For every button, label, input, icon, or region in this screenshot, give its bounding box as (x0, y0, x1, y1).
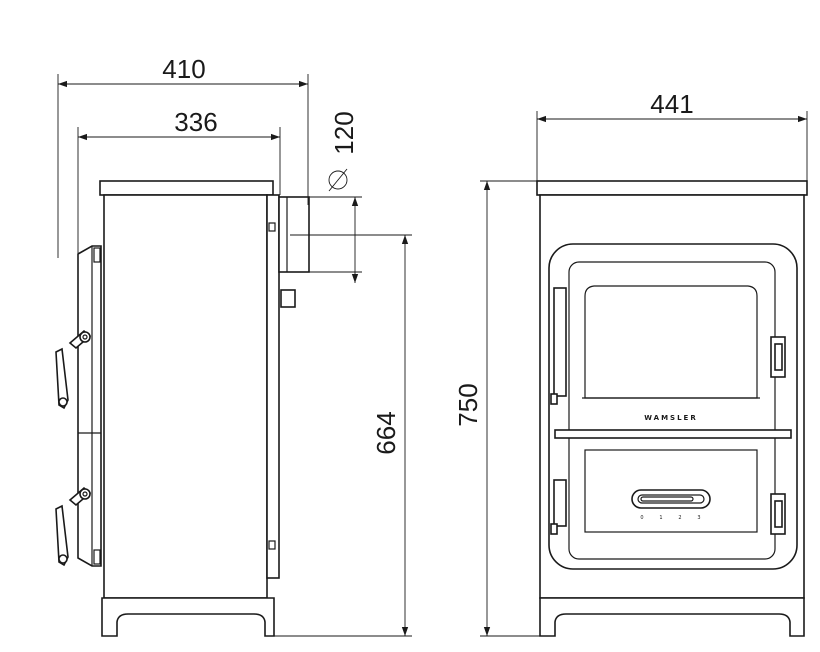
lower-door-handle (55, 486, 92, 567)
dimensions: 410 336 120 664 441 750 (57, 54, 808, 637)
air-control-slider[interactable] (631, 489, 711, 509)
front-view: WAMSLER 0 1 2 3 (536, 180, 808, 637)
upper-door-handle (55, 329, 92, 410)
dim-120: 120 (329, 111, 359, 154)
scale-3: 3 (697, 515, 700, 521)
dim-664: 664 (371, 411, 401, 454)
dim-441: 441 (650, 89, 693, 119)
scale-2: 2 (678, 515, 681, 521)
dim-750: 750 (453, 383, 483, 426)
scale-1: 1 (659, 515, 662, 521)
scale-0: 0 (640, 515, 643, 521)
dim-336: 336 (174, 107, 217, 137)
brand-label: WAMSLER (644, 414, 697, 422)
side-view (55, 180, 310, 637)
dim-410: 410 (162, 54, 205, 84)
